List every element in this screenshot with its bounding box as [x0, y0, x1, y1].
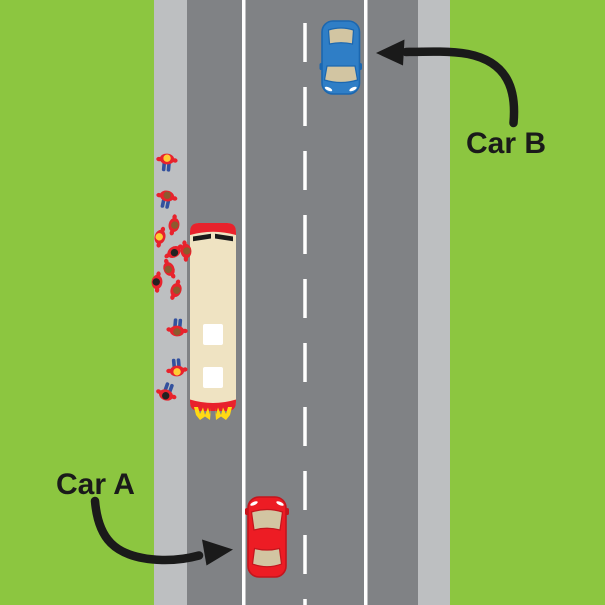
pedestrian: [156, 190, 178, 209]
car-a-arrow-curve: [90, 496, 204, 565]
bus-roof-hatch-rear: [203, 367, 223, 388]
car-b-windshield: [323, 65, 359, 84]
car-a-headlight-right: [276, 501, 284, 506]
grass-left: [0, 0, 154, 605]
pedestrian: [163, 258, 176, 279]
pedestrian: [166, 318, 188, 337]
bus-hazard-light-left-icon: [194, 407, 211, 420]
bus-rear-trim: [190, 399, 236, 411]
pedestrian: [166, 358, 188, 377]
car-a: [245, 496, 289, 578]
bus-body: [190, 223, 236, 411]
pedestrian: [164, 244, 183, 259]
shoulder-left: [154, 0, 187, 605]
car-a-windshield: [250, 508, 284, 531]
bus-hazard-light-right-icon: [215, 407, 232, 420]
pedestrian: [154, 226, 166, 248]
shoulder-right: [418, 0, 450, 605]
car-a-headlight-left: [250, 501, 258, 506]
car-b-rear-window: [327, 27, 355, 45]
car-a-rear-window: [251, 547, 283, 568]
bus: [190, 223, 236, 420]
bus-windshield-right: [215, 233, 233, 242]
edge-line-right: [364, 0, 368, 605]
car-a-arrowhead-icon: [202, 539, 233, 566]
car-b-headlight-left: [324, 86, 333, 92]
grass-right: [450, 0, 605, 605]
car-b-arrowhead-icon: [376, 39, 405, 66]
car-b-arrow-curve: [401, 47, 519, 128]
car-b-headlight-right: [349, 86, 357, 92]
car-b-label: Car B: [466, 127, 547, 160]
pedestrian: [156, 382, 177, 401]
pedestrian: [168, 214, 180, 236]
bus-front-trim: [190, 223, 236, 235]
car-b: [319, 20, 362, 95]
pedestrians: [151, 153, 192, 401]
pedestrian: [170, 279, 182, 300]
bus-roof-hatch-front: [203, 324, 223, 345]
edge-line-left: [242, 0, 246, 605]
pedestrian: [180, 240, 192, 262]
car-a-label: Car A: [56, 468, 135, 501]
pedestrian: [156, 153, 178, 172]
bus-windshield-left: [193, 233, 211, 242]
car-b-arrow: [376, 39, 519, 128]
car-a-arrow: [90, 496, 233, 566]
pedestrian: [151, 271, 163, 293]
